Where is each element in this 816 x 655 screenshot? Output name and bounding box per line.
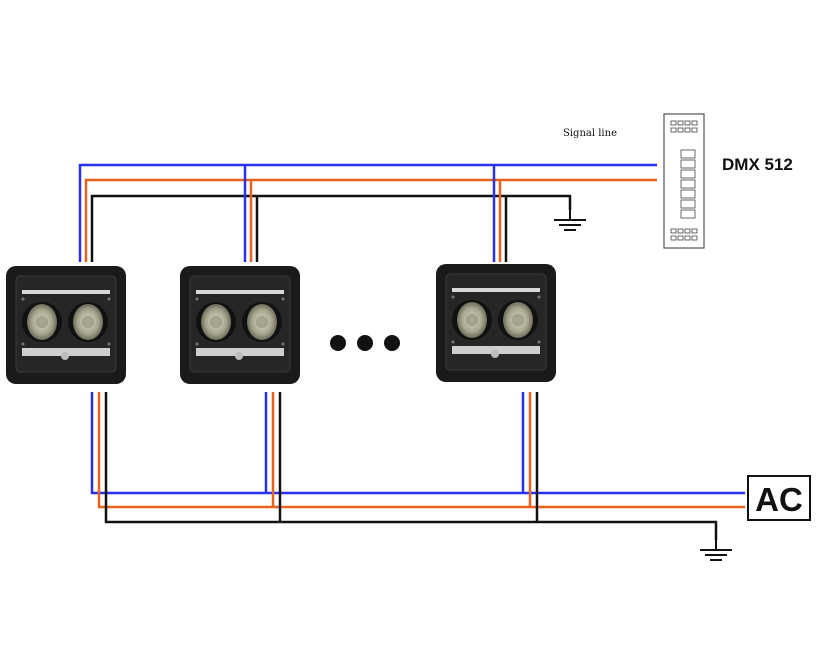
ac-label: AC: [755, 481, 803, 518]
signal-line-label: Signal line: [563, 128, 617, 139]
fixture-2-icon: [179, 265, 301, 385]
signal-wire-black: [90, 194, 572, 262]
dmx-controller-icon: [663, 113, 705, 249]
power-ground-icon: [699, 535, 733, 561]
fixture-3-icon: [435, 263, 557, 383]
signal-ground-icon: [553, 205, 587, 231]
dmx-label: DMX 512: [722, 155, 793, 174]
signal-wire-blue: [78, 163, 657, 262]
signal-wire-orange: [84, 178, 657, 262]
power-wire-black: [104, 392, 718, 540]
power-wire-orange: [97, 392, 745, 509]
power-bus: [90, 392, 745, 540]
ellipsis-icon: [330, 335, 400, 351]
signal-bus: [78, 163, 657, 262]
power-wire-blue: [90, 392, 745, 495]
fixture-1-icon: [5, 265, 127, 385]
ac-source: AC: [747, 475, 811, 521]
